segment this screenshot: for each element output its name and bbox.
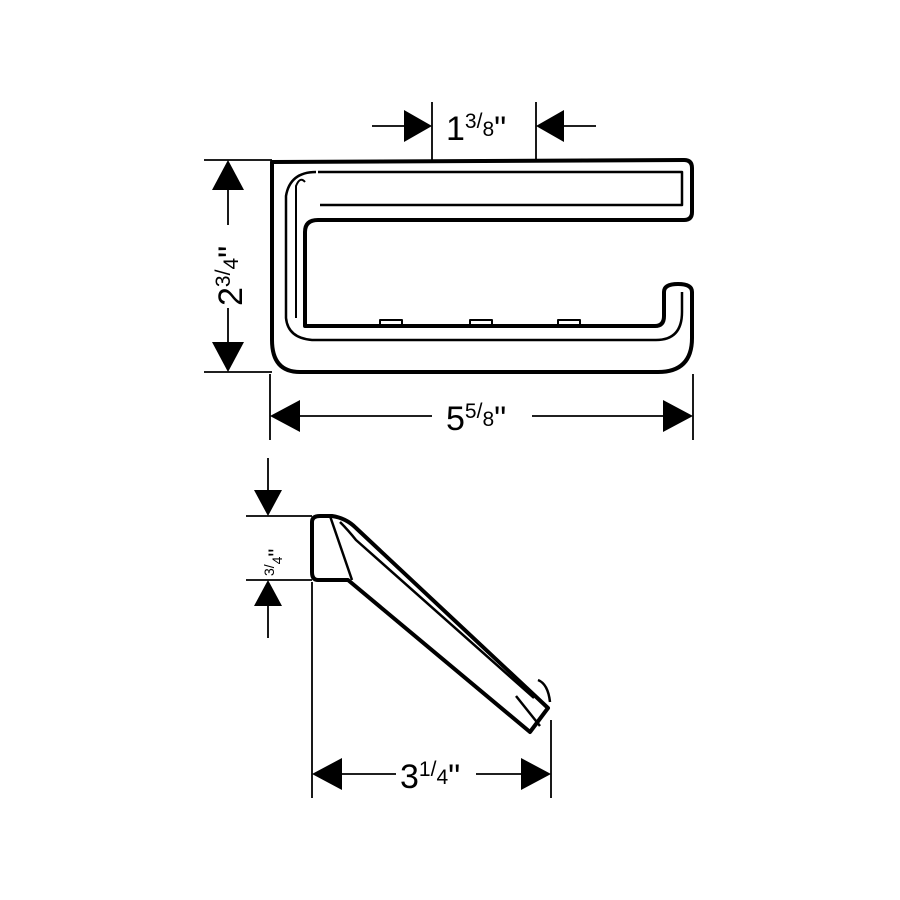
arm-inner-line bbox=[318, 170, 684, 207]
bump-2 bbox=[469, 319, 493, 326]
dim-thickness-label: 3/4" bbox=[261, 549, 289, 576]
dim-roll-gap-label: 13/8" bbox=[446, 110, 506, 148]
arm-curve-line bbox=[284, 170, 684, 342]
dim-width-arrow-left bbox=[270, 400, 300, 432]
dim-thickness-arrow-top bbox=[254, 490, 282, 516]
dim-projection-arrow-right bbox=[521, 758, 551, 790]
dim-width-label: 55/8" bbox=[446, 400, 506, 438]
dim-height-arrow-bottom bbox=[212, 342, 244, 372]
front-view bbox=[270, 158, 694, 374]
bump-3 bbox=[557, 319, 581, 326]
side-arm-end-cap bbox=[515, 695, 541, 727]
dim-roll-gap-arrow-right bbox=[536, 110, 564, 142]
side-arm-tip bbox=[537, 678, 552, 703]
dim-width-arrow-right bbox=[663, 400, 693, 432]
dim-height bbox=[204, 159, 272, 373]
side-arm-top-edge bbox=[339, 521, 535, 699]
side-view bbox=[310, 514, 552, 734]
dim-thickness-arrow-bottom bbox=[254, 580, 282, 606]
side-arm-inner-line bbox=[328, 515, 354, 581]
arm-bend-line bbox=[295, 178, 306, 318]
side-arm-outline bbox=[310, 514, 550, 734]
dim-projection-label: 31/4" bbox=[400, 758, 460, 796]
dim-height-label: 23/4" bbox=[212, 246, 250, 306]
dim-height-arrow-top bbox=[212, 160, 244, 190]
dim-roll-gap-arrow-left bbox=[404, 110, 432, 142]
dim-projection bbox=[311, 582, 552, 798]
dim-projection-arrow-left bbox=[312, 758, 342, 790]
holder-outer-outline bbox=[270, 158, 694, 374]
dim-width bbox=[269, 374, 694, 440]
dim-roll-gap bbox=[372, 102, 596, 160]
dim-thickness bbox=[246, 458, 312, 638]
bump-1 bbox=[379, 319, 403, 326]
